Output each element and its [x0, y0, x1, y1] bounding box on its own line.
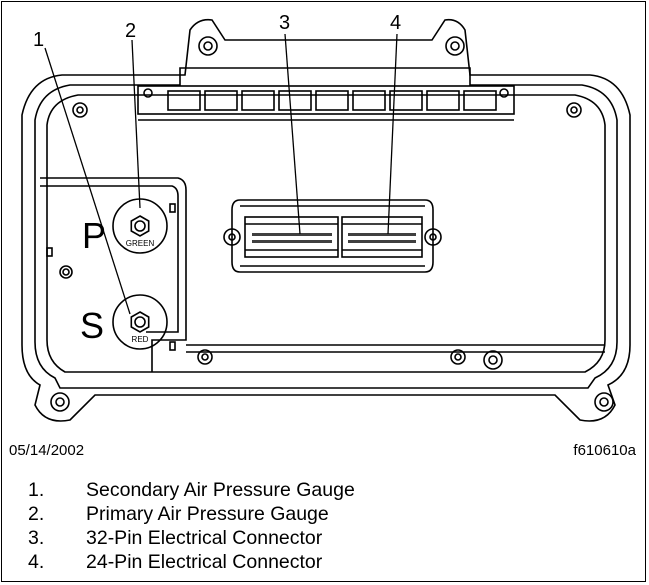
leader-line-1 [44, 47, 131, 315]
24-pin-connector [341, 216, 423, 258]
figure-date: 05/14/2002 [9, 442, 85, 459]
figure-id: f610610a [573, 442, 636, 459]
leader-line-2 [131, 39, 141, 209]
legend-number: 3. [28, 527, 45, 549]
legend-text: Secondary Air Pressure Gauge [86, 479, 355, 501]
leader-line-3 [284, 33, 301, 235]
leader-line-4 [387, 33, 398, 235]
legend-number: 2. [28, 503, 45, 525]
callout-4: 4 [390, 12, 401, 34]
legend-number: 1. [28, 479, 45, 501]
instrument-panel-diagram: 1 2 3 4 P S GREEN RED [21, 12, 631, 422]
callout-2: 2 [125, 20, 136, 42]
secondary-gauge [112, 294, 168, 350]
panel-letter-p: P [82, 215, 106, 256]
legend-text: Primary Air Pressure Gauge [86, 503, 329, 525]
gauge-panel [40, 177, 187, 372]
legend-item: 3. 32-Pin Electrical Connector [22, 526, 355, 550]
callout-3: 3 [279, 12, 290, 34]
32-pin-dots [252, 233, 332, 243]
32-pin-connector [244, 216, 339, 258]
gauge-label-red: RED [132, 335, 149, 344]
panel-letter-s: S [80, 305, 104, 346]
legend-number: 4. [28, 551, 45, 573]
vent-strip [137, 85, 515, 115]
legend-list: 1. Secondary Air Pressure Gauge 2. Primary… [22, 478, 355, 574]
legend-item: 2. Primary Air Pressure Gauge [22, 502, 355, 526]
legend-text: 24-Pin Electrical Connector [86, 551, 323, 573]
vent-slots [167, 90, 497, 111]
legend-item: 1. Secondary Air Pressure Gauge [22, 478, 355, 502]
callout-1: 1 [33, 29, 44, 51]
legend-text: 32-Pin Electrical Connector [86, 527, 323, 549]
24-pin-dots [348, 233, 416, 243]
gauge-label-green: GREEN [126, 239, 155, 248]
connector-housing [223, 199, 442, 273]
legend-item: 4. 24-Pin Electrical Connector [22, 550, 355, 574]
housing-outline [21, 18, 631, 422]
